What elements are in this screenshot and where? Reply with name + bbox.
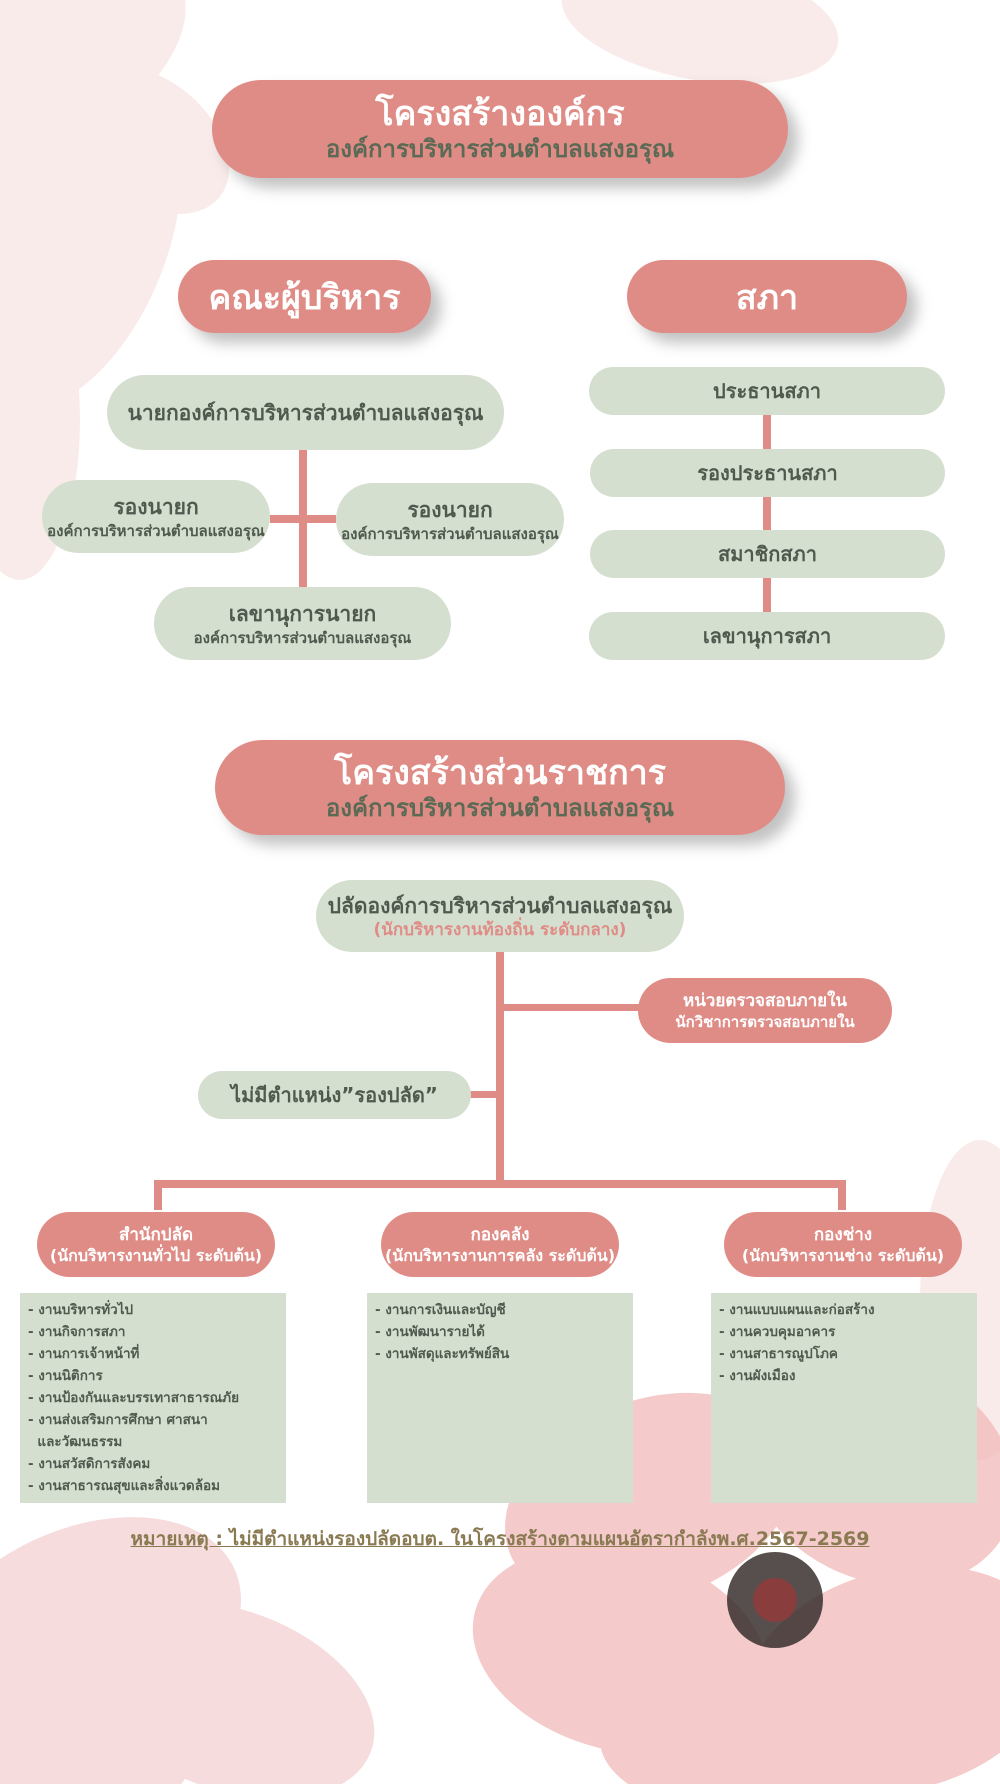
- footnote: หมายเหตุ : ไม่มีตำแหน่งรองปลัดอบต. ในโคร…: [130, 1528, 870, 1550]
- division-finance-node: กองคลัง (นักบริหารงานการคลัง ระดับต้น): [381, 1212, 619, 1277]
- division-level: (นักบริหารงานการคลัง ระดับต้น): [384, 1245, 616, 1265]
- administration-title: โครงสร้างส่วนราชการ: [333, 752, 667, 793]
- division-office-node: สำนักปลัด (นักบริหารงานทั่วไป ระดับต้น): [37, 1212, 275, 1277]
- council-vice-president: รองประธานสภา: [697, 461, 838, 485]
- task-item: - งานบริหารทั่วไป: [28, 1302, 134, 1318]
- council-president: ประธานสภา: [713, 379, 821, 403]
- task-item: - งานพัฒนารายได้: [375, 1324, 485, 1340]
- task-item: - งานพัสดุและทรัพย์สิน: [375, 1346, 510, 1362]
- mayor-secretary-org: องค์การบริหารส่วนตำบลแสงอรุณ: [193, 628, 412, 647]
- chief-administrator-level: (นักบริหารงานท้องถิ่น ระดับกลาง): [373, 920, 627, 940]
- task-item: - งานผังเมือง: [719, 1368, 796, 1384]
- mayor-title: นายกองค์การบริหารส่วนตำบลแสงอรุณ: [127, 400, 484, 425]
- no-deputy-node: ไม่มีตำแหน่ง”รองปลัด”: [198, 1071, 471, 1119]
- task-item: - งานแบบแผนและก่อสร้าง: [719, 1302, 875, 1318]
- administration-subtitle: องค์การบริหารส่วนตำบลแสงอรุณ: [325, 792, 675, 822]
- deputy-mayor-left-org: องค์การบริหารส่วนตำบลแสงอรุณ: [47, 521, 265, 540]
- mayor-node: นายกองค์การบริหารส่วนตำบลแสงอรุณ: [107, 375, 504, 450]
- task-item: - งานควบคุมอาคาร: [719, 1324, 836, 1340]
- chief-administrator-title: ปลัดองค์การบริหารส่วนตำบลแสงอรุณ: [327, 894, 673, 918]
- council-heading-label: สภา: [735, 277, 799, 318]
- chief-administrator-node: ปลัดองค์การบริหารส่วนตำบลแสงอรุณ (นักบริ…: [316, 880, 684, 952]
- executive-heading-label: คณะผู้บริหาร: [208, 277, 401, 318]
- task-item: - งานส่งเสริมการศึกษา ศาสนา: [28, 1412, 208, 1428]
- deputy-mayor-left-node: รองนายก องค์การบริหารส่วนตำบลแสงอรุณ: [42, 480, 270, 553]
- no-deputy-label: ไม่มีตำแหน่ง”รองปลัด”: [231, 1083, 438, 1107]
- mayor-secretary-node: เลขานุการนายก องค์การบริหารส่วนตำบลแสงอร…: [154, 587, 451, 660]
- council-member-node: เลขานุการสภา: [589, 612, 945, 660]
- division-level: (นักบริหารงานทั่วไป ระดับต้น): [49, 1245, 263, 1265]
- division-name: กองช่าง: [813, 1224, 873, 1245]
- internal-audit-node: หน่วยตรวจสอบภายใน นักวิชาการตรวจสอบภายใน: [638, 978, 892, 1043]
- task-item: - งานสาธารณสุขและสิ่งแวดล้อม: [28, 1478, 220, 1494]
- division-office-tasks: - งานบริหารทั่วไป - งานกิจการสภา - งานกา…: [20, 1293, 286, 1503]
- deputy-mayor-right-node: รองนายก องค์การบริหารส่วนตำบลแสงอรุณ: [336, 483, 564, 556]
- deputy-mayor-right-title: รองนายก: [407, 497, 493, 522]
- task-item: - งานนิติการ: [28, 1368, 103, 1384]
- page-title: โครงสร้างองค์กร: [375, 94, 625, 134]
- division-level: (นักบริหารงานช่าง ระดับต้น): [741, 1245, 945, 1265]
- division-finance-tasks: - งานการเงินและบัญชี - งานพัฒนารายได้ - …: [367, 1293, 633, 1503]
- council-members: สมาชิกสภา: [718, 542, 817, 566]
- task-item: - งานการเงินและบัญชี: [375, 1302, 506, 1318]
- council-heading: สภา: [627, 260, 907, 333]
- task-item: และวัฒนธรรม: [28, 1434, 123, 1450]
- task-item: - งานกิจการสภา: [28, 1324, 126, 1340]
- administration-header: โครงสร้างส่วนราชการ องค์การบริหารส่วนตำบ…: [215, 740, 785, 835]
- division-name: สำนักปลัด: [118, 1224, 194, 1245]
- internal-audit-title: หน่วยตรวจสอบภายใน: [682, 990, 848, 1011]
- task-item: - งานป้องกันและบรรเทาสาธารณภัย: [28, 1390, 239, 1406]
- org-structure-header: โครงสร้างองค์กร องค์การบริหารส่วนตำบลแสง…: [212, 80, 788, 178]
- division-name: กองคลัง: [470, 1224, 530, 1245]
- council-secretary: เลขานุการสภา: [702, 624, 832, 648]
- task-item: - งานการเจ้าหน้าที่: [28, 1346, 140, 1362]
- mayor-secretary-title: เลขานุการนายก: [228, 601, 377, 626]
- deputy-mayor-left-title: รองนายก: [113, 494, 199, 519]
- council-member-node: รองประธานสภา: [590, 449, 945, 497]
- task-item: - งานสวัสดิการสังคม: [28, 1456, 151, 1472]
- task-item: - งานสาธารณูปโภค: [719, 1346, 838, 1362]
- internal-audit-position: นักวิชาการตรวจสอบภายใน: [675, 1012, 855, 1031]
- division-engineering-node: กองช่าง (นักบริหารงานช่าง ระดับต้น): [724, 1212, 962, 1277]
- deputy-mayor-right-org: องค์การบริหารส่วนตำบลแสงอรุณ: [341, 524, 559, 543]
- page-subtitle: องค์การบริหารส่วนตำบลแสงอรุณ: [325, 134, 675, 163]
- division-engineering-tasks: - งานแบบแผนและก่อสร้าง - งานควบคุมอาคาร …: [711, 1293, 977, 1503]
- council-member-node: สมาชิกสภา: [590, 530, 945, 578]
- council-member-node: ประธานสภา: [589, 367, 945, 415]
- executive-heading: คณะผู้บริหาร: [178, 260, 431, 333]
